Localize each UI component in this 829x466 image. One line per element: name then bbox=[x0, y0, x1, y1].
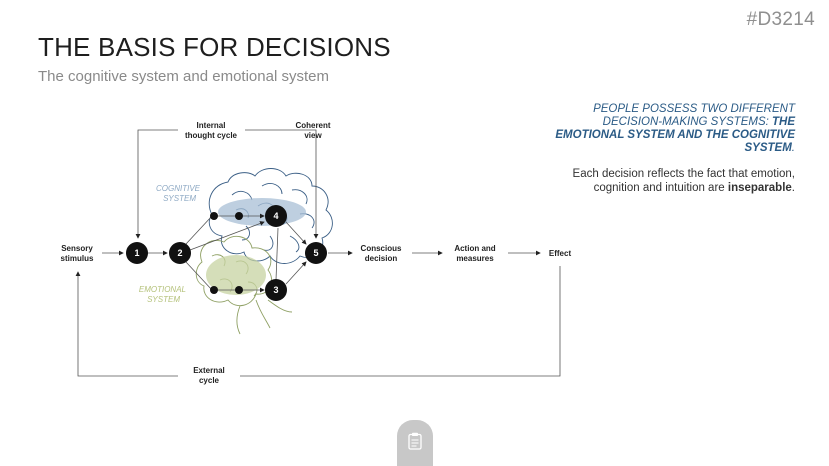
diagram-connectors bbox=[75, 129, 561, 377]
relay-dots bbox=[210, 212, 243, 294]
cognitive-system-label-line2: SYSTEM bbox=[163, 194, 196, 203]
slide-id: #D3214 bbox=[746, 9, 815, 30]
node-1: 1 bbox=[126, 242, 148, 264]
node-3-label: 3 bbox=[273, 285, 278, 295]
external-cycle-label-line1: External bbox=[193, 366, 225, 375]
cognitive-brain-outline bbox=[208, 168, 333, 264]
path-4-cross-3 bbox=[275, 227, 279, 281]
action-measures-label-line2: measures bbox=[456, 254, 494, 263]
internal-cycle-label-line1: Internal bbox=[197, 121, 226, 130]
node-4: 4 bbox=[265, 205, 287, 227]
page-subtitle: The cognitive system and emotional syste… bbox=[38, 68, 329, 85]
side-heading-bold: THE EMOTIONAL SYSTEM AND THE COGNITIVE S… bbox=[555, 116, 795, 154]
node-5-label: 5 bbox=[313, 248, 318, 258]
clipboard-icon bbox=[408, 432, 422, 450]
emotional-system-label-line2: SYSTEM bbox=[147, 295, 180, 304]
sensory-stimulus-label-line1: Sensory bbox=[61, 244, 93, 253]
side-heading-end: . bbox=[791, 142, 795, 154]
side-body-end: . bbox=[791, 182, 795, 194]
side-heading-plain: PEOPLE POSSESS TWO DIFFERENT DECISION-MA… bbox=[593, 103, 795, 128]
cognitive-system-label-line1: COGNITIVE bbox=[156, 184, 201, 193]
conscious-decision-label-line1: Conscious bbox=[361, 244, 402, 253]
external-cycle-label-line2: cycle bbox=[199, 376, 220, 385]
sensory-stimulus-label-line2: stimulus bbox=[61, 254, 94, 263]
side-heading: PEOPLE POSSESS TWO DIFFERENT DECISION-MA… bbox=[535, 103, 795, 155]
notes-tab[interactable] bbox=[397, 420, 433, 466]
node-4-label: 4 bbox=[273, 211, 278, 221]
emotional-system-label-line1: EMOTIONAL bbox=[139, 285, 186, 294]
external-cycle-return bbox=[75, 271, 178, 377]
side-body: Each decision reflects the fact that emo… bbox=[535, 167, 795, 195]
conscious-decision-label-line2: decision bbox=[365, 254, 398, 263]
path-4-to-5 bbox=[285, 221, 307, 245]
node-2-label: 2 bbox=[177, 248, 182, 258]
cognitive-area bbox=[218, 198, 306, 226]
node-3: 3 bbox=[265, 279, 287, 301]
side-body-bold: inseparable bbox=[727, 182, 792, 194]
side-note: PEOPLE POSSESS TWO DIFFERENT DECISION-MA… bbox=[535, 103, 795, 195]
node-1-label: 1 bbox=[134, 248, 139, 258]
relay-dot bbox=[235, 212, 243, 220]
path-2-cross-4 bbox=[189, 221, 265, 251]
page-title: THE BASIS FOR DECISIONS bbox=[38, 32, 391, 62]
effect-label: Effect bbox=[549, 249, 572, 258]
relay-dot bbox=[210, 286, 218, 294]
internal-cycle-line bbox=[245, 129, 319, 239]
node-5: 5 bbox=[305, 242, 327, 264]
node-2: 2 bbox=[169, 242, 191, 264]
coherent-view-label-line1: Coherent bbox=[295, 121, 330, 130]
internal-cycle-return bbox=[135, 129, 178, 239]
external-cycle-line bbox=[240, 266, 561, 377]
relay-dot bbox=[210, 212, 218, 220]
internal-cycle-label-line2: thought cycle bbox=[185, 131, 238, 140]
path-3-to-5 bbox=[285, 261, 307, 285]
action-measures-label-line1: Action and bbox=[454, 244, 495, 253]
relay-dot bbox=[235, 286, 243, 294]
emotional-area bbox=[206, 255, 266, 295]
coherent-view-label-line2: view bbox=[304, 131, 322, 140]
side-body-plain: Each decision reflects the fact that emo… bbox=[572, 168, 795, 194]
